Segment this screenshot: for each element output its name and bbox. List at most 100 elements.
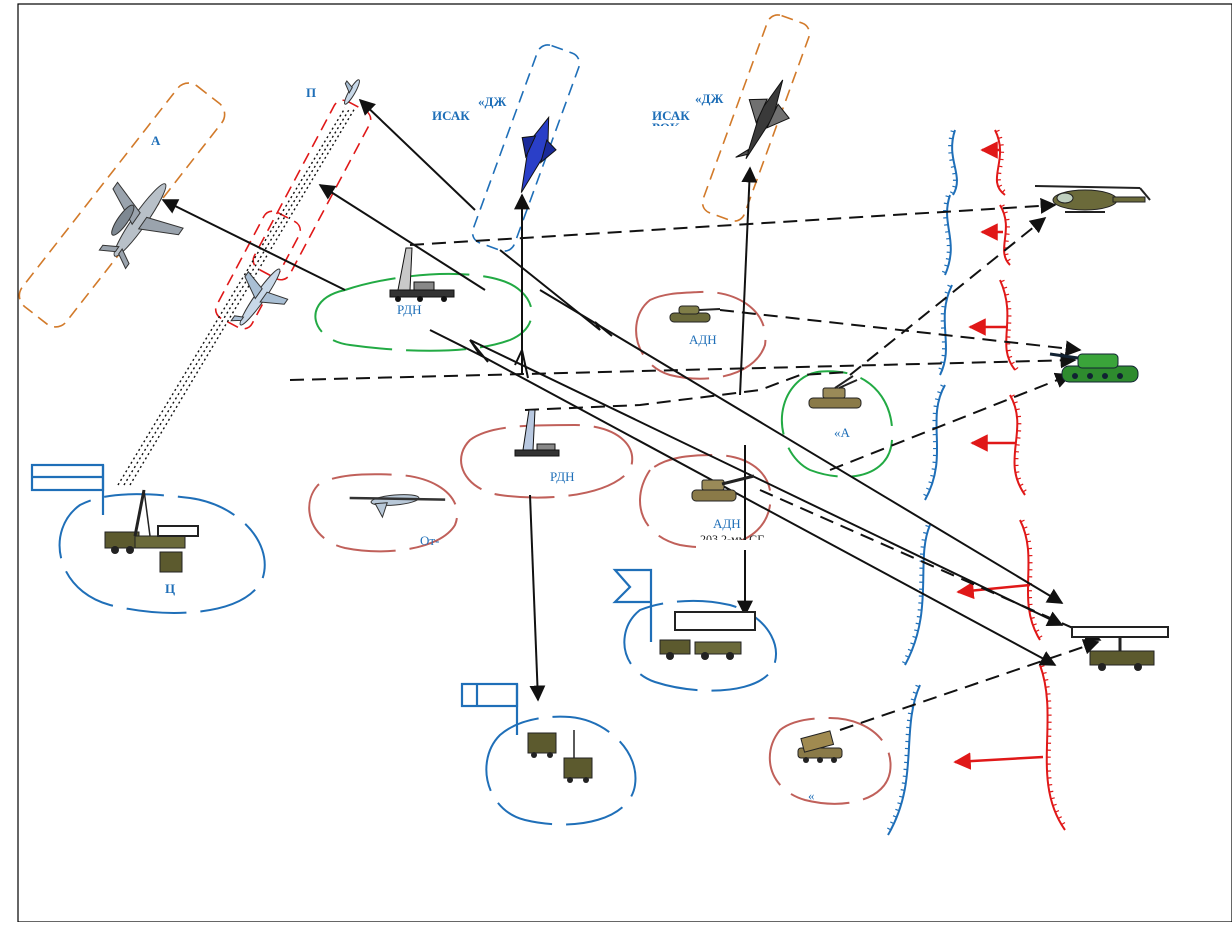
- red-arrows: [955, 150, 1043, 762]
- defense-tick: [947, 285, 951, 287]
- defense-tick: [946, 259, 950, 260]
- fighter-jet-icon: [336, 75, 361, 106]
- helicopter-icon: [1035, 186, 1150, 212]
- defense-tick: [908, 713, 912, 714]
- uav-icon: [350, 490, 447, 520]
- defense-tick: [998, 166, 1002, 167]
- text-crop-dzh2: [650, 126, 700, 138]
- defense-tick: [916, 623, 920, 624]
- defense-tick: [1001, 205, 1005, 207]
- defense-tick: [922, 540, 926, 541]
- tank-icon: [670, 306, 720, 322]
- defense-tick: [952, 173, 956, 174]
- defense-tick: [951, 166, 955, 167]
- label-quote: «: [808, 788, 815, 803]
- red-line-3: [1000, 280, 1015, 370]
- defense-tick: [1016, 409, 1020, 410]
- defense-tick: [902, 783, 906, 784]
- flag-icon: [32, 465, 103, 515]
- area-rdn-mid: [461, 425, 632, 498]
- defense-tick: [949, 138, 953, 139]
- defense-tick: [1005, 219, 1009, 220]
- defense-tick: [905, 656, 909, 658]
- engagement-zones: [14, 12, 813, 333]
- label-ot: От-: [420, 533, 439, 548]
- red-line-2: [1000, 205, 1010, 265]
- defense-tick: [949, 160, 953, 161]
- label-dzh1-top: «ДЖ: [478, 94, 506, 109]
- blue-line-2: [945, 195, 951, 275]
- defense-tick: [1046, 687, 1050, 688]
- sp-artillery-icon: [809, 376, 861, 408]
- defense-tick: [1027, 541, 1031, 542]
- defense-tick: [1058, 817, 1062, 819]
- defense-tick: [934, 406, 938, 407]
- defense-tick: [945, 232, 949, 233]
- defense-tick: [1002, 190, 1005, 193]
- strike-jet-icon: [725, 71, 803, 171]
- defense-tick: [1007, 301, 1011, 302]
- label-rdn-mid: РДН: [550, 469, 575, 484]
- defense-tick: [924, 494, 928, 496]
- label-rdn-top: РДН: [397, 302, 422, 317]
- radar-array-icon: [1072, 627, 1168, 671]
- blue-line-1: [952, 130, 957, 195]
- defense-tick: [1044, 680, 1048, 681]
- stealth-jet-icon: [504, 111, 565, 198]
- label-adn-mid: АДН: [713, 516, 741, 531]
- defense-tick: [1048, 785, 1052, 786]
- radar-array-icon: [660, 612, 755, 660]
- defense-tick: [940, 385, 944, 387]
- defense-tick: [1020, 484, 1024, 486]
- radar-truck-icon: [105, 490, 198, 572]
- text-crop-dzh1: [428, 121, 488, 133]
- defense-tick: [887, 828, 891, 830]
- signal-vehicle-icon: [528, 733, 556, 758]
- defense-lines: [888, 130, 1065, 835]
- defense-tick: [1007, 350, 1011, 351]
- defense-tick: [1005, 254, 1009, 255]
- defense-tick: [1001, 280, 1005, 282]
- awacs-plane-icon: [80, 161, 198, 282]
- area-signal-bottom: [486, 717, 635, 825]
- defense-tick: [1049, 791, 1053, 792]
- tank-icon: [1050, 354, 1138, 382]
- defense-tick: [941, 306, 945, 307]
- defense-tick: [917, 617, 921, 618]
- defense-tick: [916, 685, 920, 687]
- text-crop-adn: [696, 540, 776, 550]
- defense-tick: [950, 192, 953, 194]
- label-dzh1-bottom: ИСАК: [432, 108, 470, 123]
- solid-arrows: [163, 100, 1062, 700]
- flag-icon: [462, 684, 517, 735]
- defense-tick: [1015, 472, 1019, 473]
- zone-jammer-1: [250, 97, 375, 284]
- defense-tick: [944, 203, 948, 204]
- defense-tick: [1021, 520, 1025, 522]
- defense-ticks: [887, 130, 1065, 830]
- red-line-1: [995, 130, 1005, 195]
- label-adn-top: АДН: [689, 332, 717, 347]
- dotted-links: [118, 108, 355, 485]
- signal-vehicle-icon: [564, 730, 592, 783]
- defense-tick: [1035, 630, 1039, 632]
- mlrs-launcher-icon: [798, 731, 842, 763]
- missile-launcher-icon: [515, 410, 559, 456]
- defense-tick: [1000, 159, 1004, 160]
- fighter-jet-icon: [220, 255, 299, 340]
- defense-tick: [944, 225, 948, 226]
- defense-tick: [902, 662, 906, 664]
- label-a-green: «А: [834, 425, 851, 440]
- label-awacs: А: [151, 133, 161, 148]
- defense-tick: [890, 822, 894, 824]
- defense-tick: [996, 130, 1000, 132]
- defense-tick: [932, 469, 936, 470]
- defense-tick: [1015, 367, 1018, 369]
- label-jammer: П: [306, 85, 316, 100]
- label-dzh2-top: «ДЖ: [695, 91, 723, 106]
- red-line-6: [1040, 665, 1065, 830]
- label-ts: Ц: [165, 581, 175, 596]
- flag-icon: [615, 570, 651, 642]
